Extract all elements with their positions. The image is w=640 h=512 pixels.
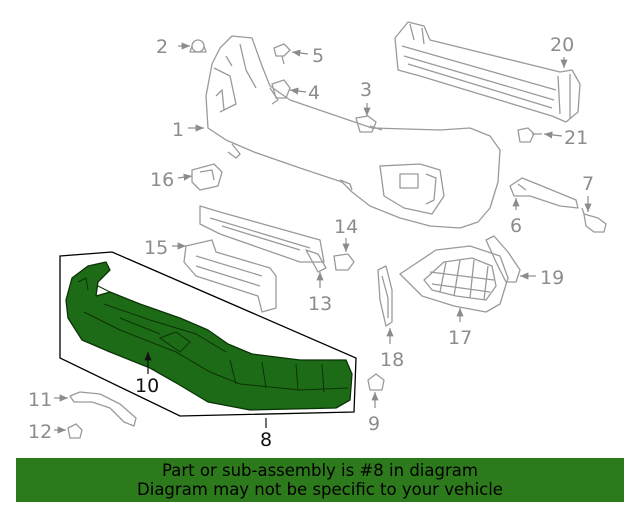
part-18-reflector — [377, 265, 393, 327]
banner-line-1: Part or sub-assembly is #8 in diagram — [162, 461, 478, 480]
callout-11: 11 — [28, 389, 52, 411]
part-16-bracket — [191, 163, 223, 191]
part-8-lower-diffuser — [65, 261, 353, 411]
callout-8: 8 — [260, 429, 272, 451]
leader-lines — [54, 42, 592, 434]
callout-20: 20 — [550, 34, 574, 56]
part-14-clip — [333, 253, 355, 271]
callout-1: 1 — [172, 119, 184, 141]
part-15-absorber — [183, 205, 325, 313]
callout-2: 2 — [156, 36, 168, 58]
callout-13: 13 — [308, 293, 332, 315]
callout-12: 12 — [28, 421, 52, 443]
part-11-strip — [69, 391, 137, 427]
part-1-bumper-face — [205, 35, 501, 229]
part-19-trim — [485, 235, 521, 283]
callout-17: 17 — [448, 327, 472, 349]
part-4-nut — [271, 79, 291, 99]
part-3-bolt — [355, 115, 383, 133]
callout-4: 4 — [308, 82, 320, 104]
callout-numbers: 1 2 3 4 5 6 7 8 9 10 11 12 13 14 15 16 1… — [28, 34, 594, 451]
part-12-clip — [67, 423, 83, 439]
part-6-side-bracket — [509, 177, 579, 209]
callout-15: 15 — [144, 237, 168, 259]
part-17-grille — [399, 245, 509, 313]
callout-5: 5 — [312, 45, 324, 67]
banner-line-2: Diagram may not be specific to your vehi… — [137, 480, 503, 499]
part-21-bolt — [517, 127, 542, 143]
callout-3: 3 — [360, 79, 372, 101]
callout-16: 16 — [150, 169, 174, 191]
part-9-clip — [367, 373, 385, 391]
part-13-bracket — [305, 249, 327, 273]
part-7-clip — [581, 207, 607, 233]
callout-6: 6 — [510, 215, 522, 237]
callout-10: 10 — [135, 375, 159, 397]
callout-14: 14 — [334, 216, 358, 238]
part-20-reinforcement-beam — [394, 21, 581, 123]
callout-7: 7 — [582, 173, 594, 195]
callout-9: 9 — [368, 413, 380, 435]
part-2-clip — [189, 39, 207, 53]
sub-assembly-8-frame — [59, 251, 357, 417]
callout-21: 21 — [564, 127, 588, 149]
part-5-screw — [273, 43, 291, 65]
callout-18: 18 — [380, 349, 404, 371]
callout-19: 19 — [540, 267, 564, 289]
info-banner: Part or sub-assembly is #8 in diagram Di… — [16, 458, 624, 502]
parts-diagram: 1 2 3 4 5 6 7 8 9 10 11 12 13 14 15 16 1… — [28, 21, 607, 451]
